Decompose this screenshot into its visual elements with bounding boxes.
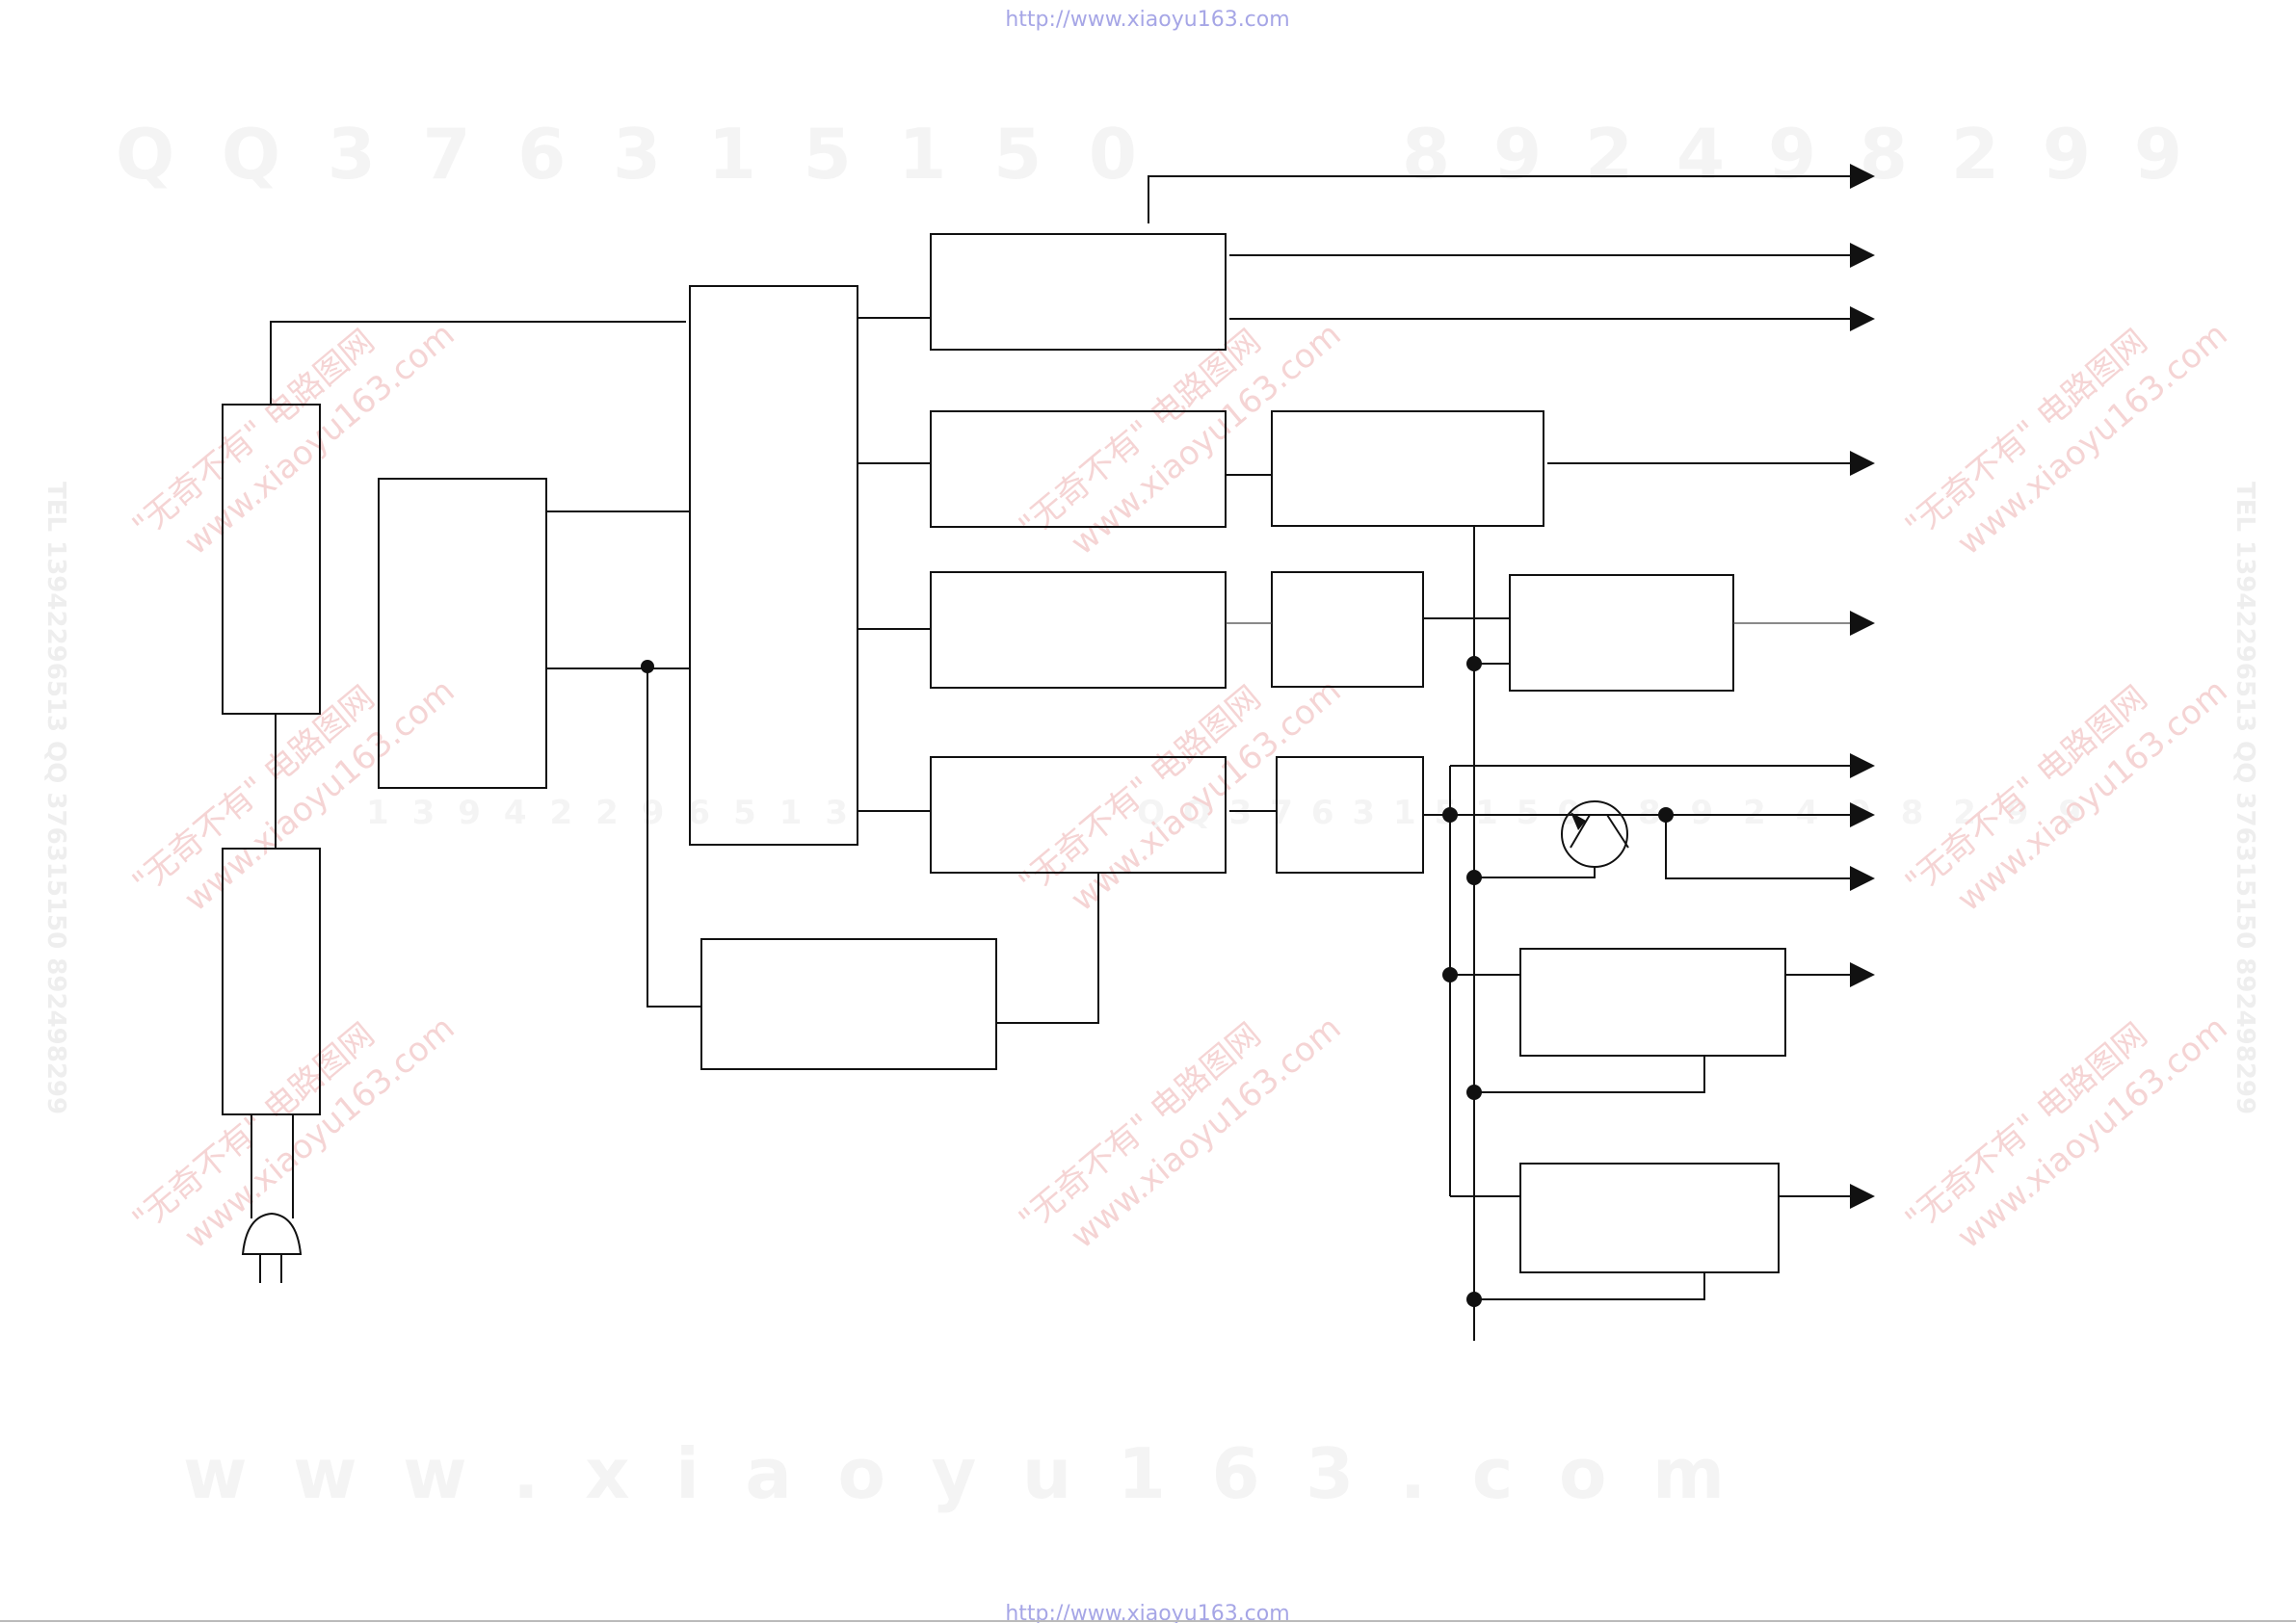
block-row2-a <box>930 410 1227 528</box>
output-arrow-5 <box>1850 611 1875 636</box>
junction-supply-top <box>1442 807 1458 823</box>
stamp-7: "无奇不有" 电路图网 www.xiaoyu163.com <box>1898 315 2234 563</box>
block-main-tall <box>689 285 858 846</box>
watermark-qq: Q Q 3 7 6 3 1 5 1 5 0 <box>116 114 1137 195</box>
junctions <box>641 656 1674 1307</box>
block-left-lower <box>222 848 321 1115</box>
block-row3-b <box>1271 571 1424 688</box>
output-arrow-1 <box>1850 164 1875 189</box>
junction-reg1-ground <box>1466 1085 1482 1100</box>
wire-transistor-ground <box>1474 867 1596 878</box>
watermark-mid-left: 1 3 9 4 2 2 9 6 5 1 3 <box>366 794 848 832</box>
output-arrow-10 <box>1850 1184 1875 1209</box>
output-arrow-9 <box>1850 962 1875 987</box>
junction-rect-feedback <box>641 660 654 673</box>
stamp-1: "无奇不有" 电路图网 www.xiaoyu163.com <box>125 315 462 563</box>
transistor-collector <box>1606 814 1629 849</box>
wire-transistor-out-2 <box>1665 815 1858 879</box>
junction-transistor-ground <box>1466 870 1482 885</box>
watermark-www: w w w . x i a o y u 1 6 3 . c o m <box>183 1433 1725 1514</box>
wire-feedback-left <box>647 668 701 1008</box>
junction-reg1-supply <box>1442 967 1458 982</box>
watermark-side-right: TEL 13942296513 QQ 376315150 892498299 <box>2230 482 2259 1114</box>
watermark-tel: 8 9 2 4 9 8 2 9 9 <box>1402 114 2182 195</box>
stamp-4: "无奇不有" 电路图网 www.xiaoyu163.com <box>1012 315 1348 563</box>
junction-reg2-ground <box>1466 1292 1482 1307</box>
stamp-9: "无奇不有" 电路图网 www.xiaoyu163.com <box>1898 1008 2234 1256</box>
ac-plug-icon <box>241 1212 303 1283</box>
block-row3-c <box>1509 574 1734 692</box>
header-url[interactable]: http://www.xiaoyu163.com <box>1005 8 1289 32</box>
watermark-layer: Q Q 3 7 6 3 1 5 1 5 0 8 9 2 4 9 8 2 9 9 … <box>41 114 2259 1514</box>
output-arrow-8 <box>1850 866 1875 891</box>
block-reg-2 <box>1519 1163 1780 1273</box>
stamp-8: "无奇不有" 电路图网 www.xiaoyu163.com <box>1898 671 2234 919</box>
transistor-body <box>1561 800 1628 868</box>
block-row2-b <box>1271 410 1544 527</box>
watermark-side-left: TEL 13942296513 QQ 376315150 892498299 <box>41 482 70 1114</box>
transistor-arrow <box>1570 812 1586 830</box>
block-top-output <box>930 233 1227 351</box>
output-arrow-3 <box>1850 306 1875 331</box>
wire-left-top <box>270 321 686 405</box>
wires <box>251 175 1858 1341</box>
stamp-5: "无奇不有" 电路图网 www.xiaoyu163.com <box>1012 671 1348 919</box>
output-arrows <box>1850 164 1875 1209</box>
block-row3-a <box>930 571 1227 689</box>
transistor-emitter <box>1570 814 1591 849</box>
output-arrow-4 <box>1850 451 1875 476</box>
block-rectifier <box>378 478 547 789</box>
stamp-6: "无奇不有" 电路图网 www.xiaoyu163.com <box>1012 1008 1348 1256</box>
footer-url[interactable]: http://www.xiaoyu163.com <box>1005 1602 1289 1623</box>
output-arrow-2 <box>1850 243 1875 268</box>
block-reg-1 <box>1519 948 1786 1057</box>
output-arrow-6 <box>1850 753 1875 778</box>
block-row4-a <box>930 756 1227 874</box>
junction-transistor-out <box>1658 807 1674 823</box>
blocks <box>222 233 1786 1273</box>
wire-row4-feedback <box>996 873 1099 1024</box>
wire-top-riser <box>1148 175 1858 223</box>
output-arrow-7 <box>1850 802 1875 827</box>
block-feedback <box>700 938 997 1070</box>
wire-reg2-ground <box>1474 1272 1705 1300</box>
watermark-mid-center: Q Q 3 7 6 3 1 5 1 5 0 <box>1137 794 1580 832</box>
wire-reg1-ground <box>1474 1056 1705 1093</box>
plug-body <box>241 1212 303 1255</box>
junction-row3-ground <box>1466 656 1482 671</box>
